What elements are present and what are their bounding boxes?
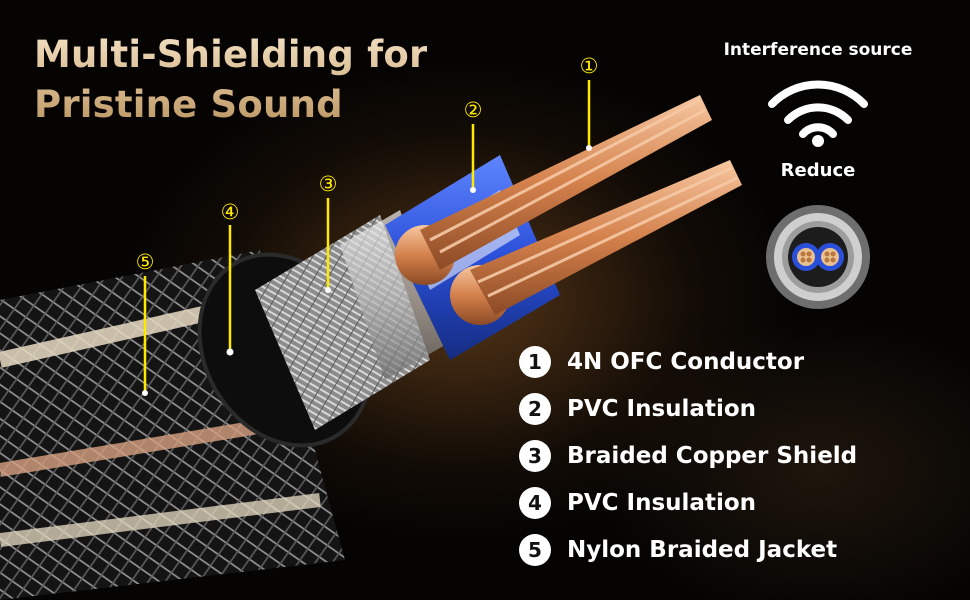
cable-cross-section-icon	[766, 205, 870, 309]
callout-4: ④	[220, 200, 240, 224]
copper-conductors	[395, 95, 742, 325]
legend-item: 2 PVC Insulation	[519, 385, 959, 432]
callout-3: ③	[318, 172, 338, 196]
legend-item: 4 PVC Insulation	[519, 479, 959, 526]
callout-1: ①	[579, 54, 599, 78]
legend-label: PVC Insulation	[567, 395, 756, 422]
legend-number: 1	[519, 345, 551, 378]
wifi-signal-icon	[768, 80, 868, 147]
legend-number: 3	[519, 439, 551, 472]
component-legend: 1 4N OFC Conductor 2 PVC Insulation 3 Br…	[519, 338, 959, 573]
legend-label: 4N OFC Conductor	[567, 348, 805, 375]
legend-number: 4	[519, 486, 551, 519]
interference-label: Interference source	[723, 40, 913, 60]
legend-label: PVC Insulation	[567, 489, 756, 516]
leader-dots	[142, 145, 592, 396]
callout-5: ⑤	[135, 250, 155, 274]
legend-item: 5 Nylon Braided Jacket	[519, 526, 959, 573]
leader-lines	[143, 80, 591, 393]
legend-number: 2	[519, 392, 551, 425]
legend-item: 3 Braided Copper Shield	[519, 432, 959, 479]
legend-item: 1 4N OFC Conductor	[519, 338, 959, 385]
callout-2: ②	[463, 98, 483, 122]
legend-label: Braided Copper Shield	[567, 442, 858, 469]
reduce-label: Reduce	[780, 160, 856, 181]
legend-label: Nylon Braided Jacket	[567, 536, 838, 563]
braided-shield	[255, 210, 445, 430]
legend-number: 5	[519, 533, 551, 566]
